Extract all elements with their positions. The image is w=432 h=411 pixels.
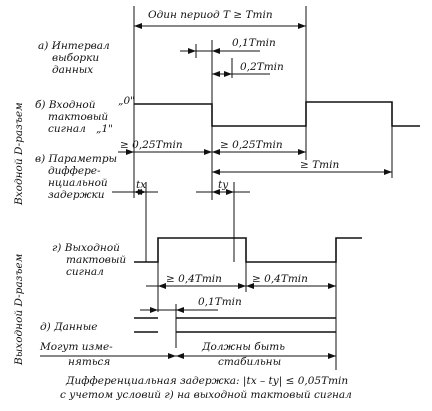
section-b-line3: сигнал [48, 123, 86, 135]
tx-label: tx [136, 179, 146, 191]
a2-arrow-left [212, 71, 220, 77]
section-a-line1: а) Интервал [38, 40, 110, 52]
a2-arrow-right [224, 71, 232, 77]
g2-label: ≥ 0,4Tmin [252, 273, 308, 285]
g1-arrow-left [158, 283, 166, 289]
output-connector-label: Выходной D-разъем [13, 254, 25, 366]
section-b-line2: тактовый [48, 111, 108, 123]
b1-arrow-left [126, 149, 134, 155]
input-connector-label: Входной D-разъем [13, 102, 25, 206]
d1-arrow-right [176, 307, 184, 313]
section-v-line4: задержки [48, 189, 105, 201]
a1-label: 0,1Tmin [232, 37, 276, 49]
b2-label: ≥ 0,25Tmin [220, 139, 283, 151]
may-change-arrow [168, 353, 176, 359]
ty-label: ty [218, 179, 229, 191]
may-change-line1: Могут изме- [39, 341, 113, 353]
stable-arrow-left [176, 353, 184, 359]
period-arrow-left [134, 23, 142, 29]
footer-line2: с учетом условий г) на выходной тактовый… [60, 389, 352, 401]
a1-arrow-right [212, 48, 220, 54]
tx-arrow-right [138, 189, 146, 195]
b3-label: ≥ Tmin [300, 159, 339, 171]
stable-line2: стабильны [218, 356, 281, 368]
section-a-line3: данных [52, 64, 93, 76]
d1-arrow-left [150, 307, 158, 313]
b1-label: ≥ 0,25Tmin [120, 139, 183, 151]
period-label: Один период T ≥ Tmin [148, 9, 273, 21]
section-g-line3: сигнал [66, 266, 104, 278]
period-arrow-right [298, 23, 306, 29]
g2-arrow-left [246, 283, 254, 289]
section-g-line1: г) Выходной [52, 242, 120, 254]
section-b-line1: б) Входной [35, 99, 96, 111]
g1-arrow-right [238, 283, 246, 289]
input-clock-waveform [134, 101, 420, 127]
output-clock-waveform [134, 237, 362, 263]
section-v-line1: в) Параметры [35, 153, 117, 165]
b2-arrow-right [298, 149, 306, 155]
section-v-line3: нциальной [48, 177, 108, 189]
a2-label: 0,2Tmin [240, 61, 284, 73]
b3-arrow-right [384, 169, 392, 175]
g2-arrow-right [328, 283, 336, 289]
section-d-label: д) Данные [40, 321, 97, 333]
section-g-line2: тактовый [66, 254, 126, 266]
may-change-line2: няться [68, 356, 110, 368]
g1-label: ≥ 0,4Tmin [166, 273, 222, 285]
b2-arrow-left [212, 149, 220, 155]
stable-line1: Должны быть [201, 341, 285, 353]
stable-arrow-right [328, 353, 336, 359]
section-v-line2: диффере- [48, 165, 101, 177]
section-a-line2: выборки [52, 52, 99, 64]
footer-line1: Дифференциальная задержка: |tx – ty| ≤ 0… [65, 375, 348, 388]
b1-arrow-right [204, 149, 212, 155]
b3-arrow-left [212, 169, 220, 175]
d1-label: 0,1Tmin [198, 296, 242, 308]
ty-arrow-left [212, 189, 220, 195]
ty-arrow-right [226, 189, 234, 195]
a1-arrow-left [188, 48, 196, 54]
b-level-one: „1" [96, 123, 113, 135]
b-level-zero: „0" [118, 95, 135, 107]
